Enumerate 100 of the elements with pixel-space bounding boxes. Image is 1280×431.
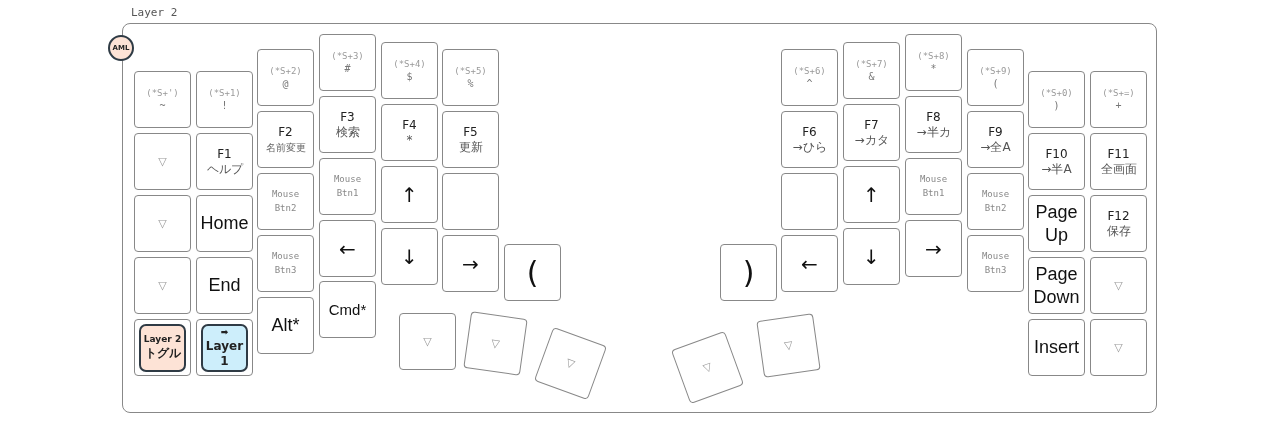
- key-label: ヘルプ: [206, 162, 243, 177]
- keycap: [381, 104, 438, 161]
- key-label: Cmd*: [328, 301, 367, 318]
- key-label: (*S+9): [979, 66, 1012, 76]
- key-label: Layer 1: [204, 339, 245, 368]
- key-label: ): [742, 255, 755, 290]
- key-label: ▽: [423, 335, 432, 348]
- key-label: *: [930, 63, 937, 74]
- keycap: [1090, 133, 1147, 190]
- key-label: Page Down: [1032, 263, 1081, 308]
- keycap: [257, 235, 314, 292]
- keycap: [1090, 257, 1147, 314]
- key-label: ▽: [1114, 341, 1123, 354]
- key-label: Mouse Btn3: [270, 250, 301, 277]
- key-label: ▽: [701, 359, 714, 376]
- key-label: F7: [864, 117, 879, 132]
- key-label: ➡: [220, 327, 229, 338]
- keycap: [1090, 71, 1147, 128]
- arrow-key-label: ←: [339, 236, 356, 261]
- key-label: 検索: [335, 125, 360, 140]
- key-label: *: [406, 133, 413, 148]
- key-label: ▽: [490, 336, 501, 351]
- key-label: Mouse Btn1: [332, 173, 363, 200]
- keycap: [1090, 195, 1147, 252]
- key-label: #: [344, 63, 351, 74]
- key-label: (*S+=): [1102, 88, 1135, 98]
- key-label: →ひら: [792, 140, 827, 155]
- keycap: [134, 133, 191, 190]
- keycap: [257, 49, 314, 106]
- key-label: ▽: [158, 155, 167, 168]
- key-label: (*S+4): [393, 59, 426, 69]
- key-label: Page Up: [1034, 201, 1079, 246]
- key-label: Mouse Btn3: [980, 250, 1011, 277]
- key-label: (*S+8): [917, 51, 950, 61]
- keycap: [967, 173, 1024, 230]
- layer-title: Layer 2: [131, 6, 178, 19]
- keycap: [781, 49, 838, 106]
- keycap: [781, 111, 838, 168]
- keycap: [967, 49, 1024, 106]
- keycap: [399, 313, 456, 370]
- keycap: [319, 220, 376, 277]
- key-label: ▽: [564, 355, 577, 372]
- keycap: [442, 49, 499, 106]
- arrow-key-label: →: [925, 236, 942, 261]
- key-label: ▽: [783, 338, 794, 353]
- keycap: [905, 220, 962, 277]
- key-label: ^: [806, 78, 813, 89]
- arrow-key-label: ←: [801, 251, 818, 276]
- key-label: (*S+7): [855, 59, 888, 69]
- key-label: →全A: [980, 140, 1011, 155]
- keycap: [257, 297, 314, 354]
- keycap: [843, 42, 900, 99]
- arrow-key-label: ↑: [863, 182, 880, 207]
- key-label: F1: [217, 146, 232, 161]
- keycap: [196, 257, 253, 314]
- key-label: ▽: [1114, 279, 1123, 292]
- keycap: [319, 34, 376, 91]
- keycap: [843, 166, 900, 223]
- keycap: [381, 166, 438, 223]
- key-label: F10: [1045, 146, 1068, 161]
- key-label: F8: [926, 109, 941, 124]
- key-label: F6: [802, 124, 817, 139]
- arrow-key-label: ↓: [863, 244, 880, 269]
- keycap: [843, 104, 900, 161]
- keycap: [196, 71, 253, 128]
- keycap: [843, 228, 900, 285]
- keycap: [319, 281, 376, 338]
- key-label: ▽: [158, 279, 167, 292]
- key-label: F3: [340, 109, 355, 124]
- keycap: [1090, 319, 1147, 376]
- keycap: [134, 71, 191, 128]
- key-label: %: [467, 78, 474, 89]
- arrow-key-label: ↓: [401, 244, 418, 269]
- key-label: 名前変更: [265, 140, 306, 155]
- key-label: Mouse Btn2: [270, 188, 301, 215]
- key-label: Mouse Btn2: [980, 188, 1011, 215]
- keycap: [381, 228, 438, 285]
- key-label: Alt*: [270, 314, 301, 337]
- arrow-key-label: →: [462, 251, 479, 276]
- key-label: (*S+2): [269, 66, 302, 76]
- keycap: [134, 195, 191, 252]
- keycap: [134, 257, 191, 314]
- keycap: [720, 244, 777, 301]
- keycap: [905, 34, 962, 91]
- keycap: [905, 96, 962, 153]
- keycap: [381, 42, 438, 99]
- key-label: (*S+6): [793, 66, 826, 76]
- arrow-key-label: ↑: [401, 182, 418, 207]
- key-label: トグル: [144, 346, 181, 361]
- key-label: (: [992, 78, 999, 89]
- keycap: [967, 111, 1024, 168]
- key-label: F12: [1107, 208, 1130, 223]
- key-label: Layer 2: [143, 334, 182, 345]
- key-label: (*S+0): [1040, 88, 1073, 98]
- key-label: 更新: [458, 140, 483, 155]
- key-label: →カタ: [854, 133, 889, 148]
- key-label: Insert: [1033, 336, 1080, 359]
- key-label: End: [207, 274, 242, 297]
- keycap: [504, 244, 561, 301]
- key-label: Mouse Btn1: [918, 173, 949, 200]
